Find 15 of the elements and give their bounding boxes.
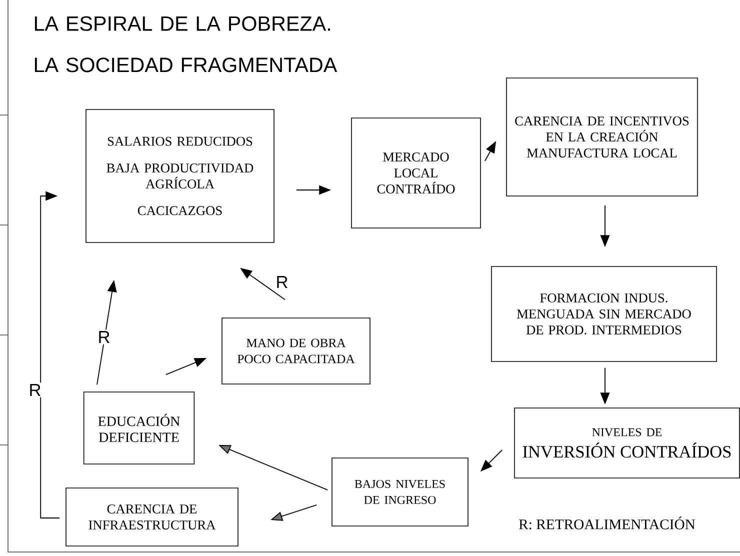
- text-box: CARENCIA DE INCENTIVOS EN LA CREACIÓN MANUFACTURA LOCAL: [506, 78, 698, 196]
- text-box: CARENCIA DE INFRAESTRUCTURA: [66, 488, 238, 546]
- edge-label: R: [27, 382, 43, 398]
- legend-note: R: RETROALIMENTACIÓN: [519, 516, 696, 530]
- text-box: MANO DE OBRA POCO CAPACITADA: [222, 318, 370, 384]
- edge-label: R: [96, 330, 112, 344]
- text-box: EDUCACIÓN DEFICIENTE: [83, 392, 195, 464]
- text-box: BAJOS NIVELES DE INGRESO: [332, 458, 468, 526]
- title: LA ESPIRAL DE LA POBREZA. LA SOCIEDAD FRAGMENTADA: [34, 16, 338, 72]
- text-box: SALARIOS REDUCIDOS BAJA PRODUCTIVIDAD AGRÍCOLA CACICAZGOS: [86, 109, 274, 243]
- arrow: [40, 191, 60, 518]
- text-box: FORMACION INDUS. MENGUADA SIN MERCADO DE PROD. INTERMEDIOS: [491, 266, 717, 362]
- edge-label: R: [274, 274, 290, 290]
- text-box: MERCADO LOCAL CONTRAÍDO: [351, 118, 481, 228]
- text-box: NIVELES DE INVERSIÓN CONTRAÍDOS: [514, 408, 740, 478]
